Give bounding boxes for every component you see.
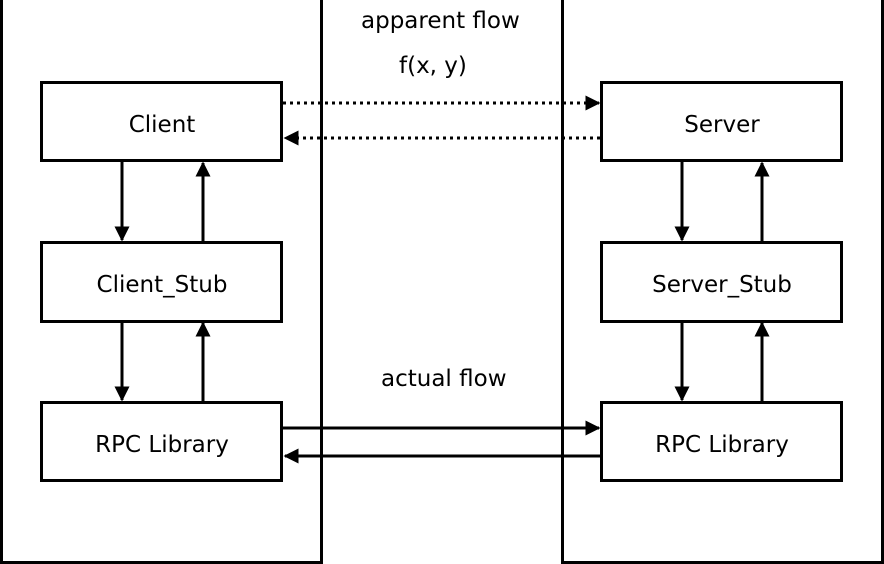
client-stub-box	[40, 241, 283, 323]
server-label: Server	[684, 112, 760, 138]
function-call-label: f(x, y)	[399, 53, 467, 79]
client-machine-container	[0, 0, 323, 564]
server-rpc-library-label: RPC Library	[655, 432, 789, 458]
apparent-flow-label: apparent flow	[361, 8, 520, 34]
server-machine-container	[561, 0, 884, 564]
server-stub-box	[600, 241, 843, 323]
client-box	[40, 81, 283, 162]
server-box	[600, 81, 843, 162]
server-rpc-library-box	[600, 401, 843, 482]
client-label: Client	[128, 112, 196, 138]
client-stub-label: Client_Stub	[96, 272, 228, 298]
server-stub-label: Server_Stub	[652, 272, 792, 298]
client-rpc-library-box	[40, 401, 283, 482]
client-rpc-library-label: RPC Library	[95, 432, 229, 458]
actual-flow-label: actual flow	[381, 366, 507, 392]
